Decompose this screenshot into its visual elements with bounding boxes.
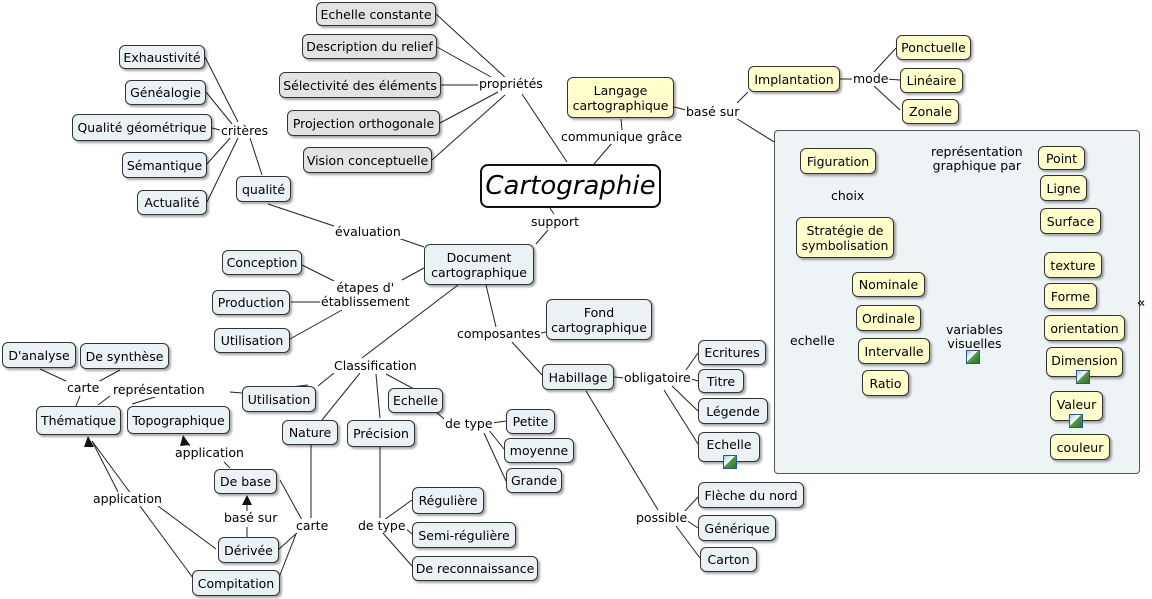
node-d-analyse[interactable]: D'analyse bbox=[2, 342, 76, 368]
collapse-double-chevron-icon[interactable]: « bbox=[1137, 296, 1146, 311]
node-nature[interactable]: Nature bbox=[282, 420, 338, 445]
node-carton[interactable]: Carton bbox=[700, 547, 757, 572]
node-qualite-geometrique[interactable]: Qualité géométrique bbox=[72, 114, 212, 141]
node-document-cartographique[interactable]: Document cartographique bbox=[424, 244, 534, 285]
link-base-sur-top: basé sur bbox=[685, 104, 741, 119]
link-base-sur-bottom: basé sur bbox=[223, 510, 279, 525]
node-petite[interactable]: Petite bbox=[506, 409, 555, 434]
node-nominale[interactable]: Nominale bbox=[852, 272, 925, 297]
link-evaluation: évaluation bbox=[334, 224, 402, 239]
link-criteres: critères bbox=[220, 123, 270, 138]
node-semi-reguliere[interactable]: Semi-régulière bbox=[412, 522, 516, 548]
arrowhead-icon bbox=[242, 495, 252, 505]
node-valeur[interactable]: Valeur bbox=[1050, 391, 1103, 421]
image-attachment-icon[interactable] bbox=[723, 455, 737, 469]
node-langage-cartographique[interactable]: Langage cartographique bbox=[567, 77, 674, 118]
node-echelle-classification[interactable]: Echelle bbox=[388, 388, 443, 413]
node-description-relief[interactable]: Description du relief bbox=[302, 34, 437, 59]
node-conception[interactable]: Conception bbox=[222, 250, 302, 275]
node-surface[interactable]: Surface bbox=[1040, 208, 1101, 234]
link-representation-graphique: représentation graphique par bbox=[930, 144, 1024, 173]
link-representation: représentation bbox=[112, 382, 206, 397]
image-attachment-icon[interactable] bbox=[1069, 414, 1083, 428]
node-thematique[interactable]: Thématique bbox=[36, 406, 121, 435]
node-ratio[interactable]: Ratio bbox=[862, 370, 909, 396]
node-ponctuelle[interactable]: Ponctuelle bbox=[896, 35, 971, 60]
main-concept-title[interactable]: Cartographie bbox=[480, 164, 661, 208]
node-utilisation-classification[interactable]: Utilisation bbox=[242, 386, 316, 412]
link-carte-top: carte bbox=[66, 380, 101, 395]
node-de-reconnaissance[interactable]: De reconnaissance bbox=[412, 556, 538, 581]
node-selectivite[interactable]: Sélectivité des éléments bbox=[279, 72, 441, 98]
link-communique: communique grâce bbox=[560, 129, 684, 144]
node-generique[interactable]: Générique bbox=[698, 515, 776, 541]
node-dimension[interactable]: Dimension bbox=[1046, 347, 1123, 377]
link-carte-bottom: carte bbox=[295, 518, 330, 533]
node-ordinale[interactable]: Ordinale bbox=[856, 305, 921, 331]
node-exhaustivite[interactable]: Exhaustivité bbox=[119, 45, 205, 69]
node-fond-cartographique[interactable]: Fond cartographique bbox=[546, 299, 652, 340]
node-texture[interactable]: texture bbox=[1044, 252, 1102, 278]
link-obligatoire: obligatoire bbox=[623, 370, 692, 385]
node-reguliere[interactable]: Régulière bbox=[412, 487, 484, 514]
node-ligne[interactable]: Ligne bbox=[1040, 175, 1087, 201]
link-composantes: composantes bbox=[456, 326, 542, 341]
link-proprietes: propriétés bbox=[478, 76, 544, 91]
node-echelle-constante[interactable]: Echelle constante bbox=[316, 2, 436, 26]
node-vision[interactable]: Vision conceptuelle bbox=[303, 147, 432, 173]
node-semantique[interactable]: Sémantique bbox=[122, 152, 207, 178]
node-actualite[interactable]: Actualité bbox=[137, 190, 207, 215]
node-titre[interactable]: Titre bbox=[698, 369, 744, 393]
node-zonale[interactable]: Zonale bbox=[902, 99, 959, 124]
node-figuration[interactable]: Figuration bbox=[800, 148, 876, 174]
image-attachment-icon[interactable] bbox=[1076, 370, 1090, 384]
link-etapes: étapes d' établissement bbox=[320, 280, 411, 309]
node-implantation[interactable]: Implantation bbox=[748, 66, 840, 92]
node-qualite[interactable]: qualité bbox=[236, 176, 291, 202]
node-de-synthese[interactable]: De synthèse bbox=[80, 343, 169, 369]
node-production[interactable]: Production bbox=[212, 290, 290, 315]
node-topographique[interactable]: Topographique bbox=[127, 406, 230, 434]
node-de-base[interactable]: De base bbox=[214, 469, 277, 494]
arrowhead-icon bbox=[180, 435, 190, 446]
node-point[interactable]: Point bbox=[1038, 146, 1085, 170]
node-grande[interactable]: Grande bbox=[506, 468, 562, 493]
image-attachment-icon[interactable] bbox=[966, 350, 980, 364]
node-legende[interactable]: Légende bbox=[698, 398, 768, 424]
link-choix: choix bbox=[830, 188, 866, 203]
node-fleche-du-nord[interactable]: Flèche du nord bbox=[698, 482, 804, 508]
node-forme[interactable]: Forme bbox=[1044, 283, 1097, 309]
link-application-thematique: application bbox=[92, 491, 163, 506]
link-application-topo: application bbox=[174, 445, 245, 460]
node-orientation[interactable]: orientation bbox=[1044, 315, 1125, 341]
link-de-type-precision: de type bbox=[357, 518, 407, 533]
link-possible: possible bbox=[635, 510, 689, 525]
node-derivee[interactable]: Dérivée bbox=[218, 537, 279, 563]
node-utilisation-etape[interactable]: Utilisation bbox=[214, 328, 290, 353]
node-ecritures[interactable]: Ecritures bbox=[698, 340, 766, 365]
node-habillage[interactable]: Habillage bbox=[542, 364, 614, 390]
node-precision[interactable]: Précision bbox=[347, 420, 415, 447]
link-echelle: echelle bbox=[789, 333, 836, 348]
link-support: support bbox=[530, 214, 580, 229]
node-projection[interactable]: Projection orthogonale bbox=[287, 110, 440, 136]
link-de-type-echelle: de type bbox=[444, 416, 494, 431]
node-intervalle[interactable]: Intervalle bbox=[858, 338, 930, 364]
arrowhead-icon bbox=[84, 436, 94, 447]
node-lineaire[interactable]: Linéaire bbox=[900, 68, 963, 93]
node-compitation[interactable]: Compitation bbox=[192, 570, 280, 596]
node-strategie[interactable]: Stratégie de symbolisation bbox=[796, 217, 894, 258]
node-moyenne[interactable]: moyenne bbox=[504, 438, 574, 463]
link-classification: Classification bbox=[333, 358, 418, 373]
node-couleur[interactable]: couleur bbox=[1050, 434, 1110, 460]
link-mode: mode bbox=[852, 71, 890, 86]
link-variables-visuelles: variables visuelles bbox=[945, 322, 1004, 351]
node-genealogie[interactable]: Généalogie bbox=[125, 80, 206, 105]
